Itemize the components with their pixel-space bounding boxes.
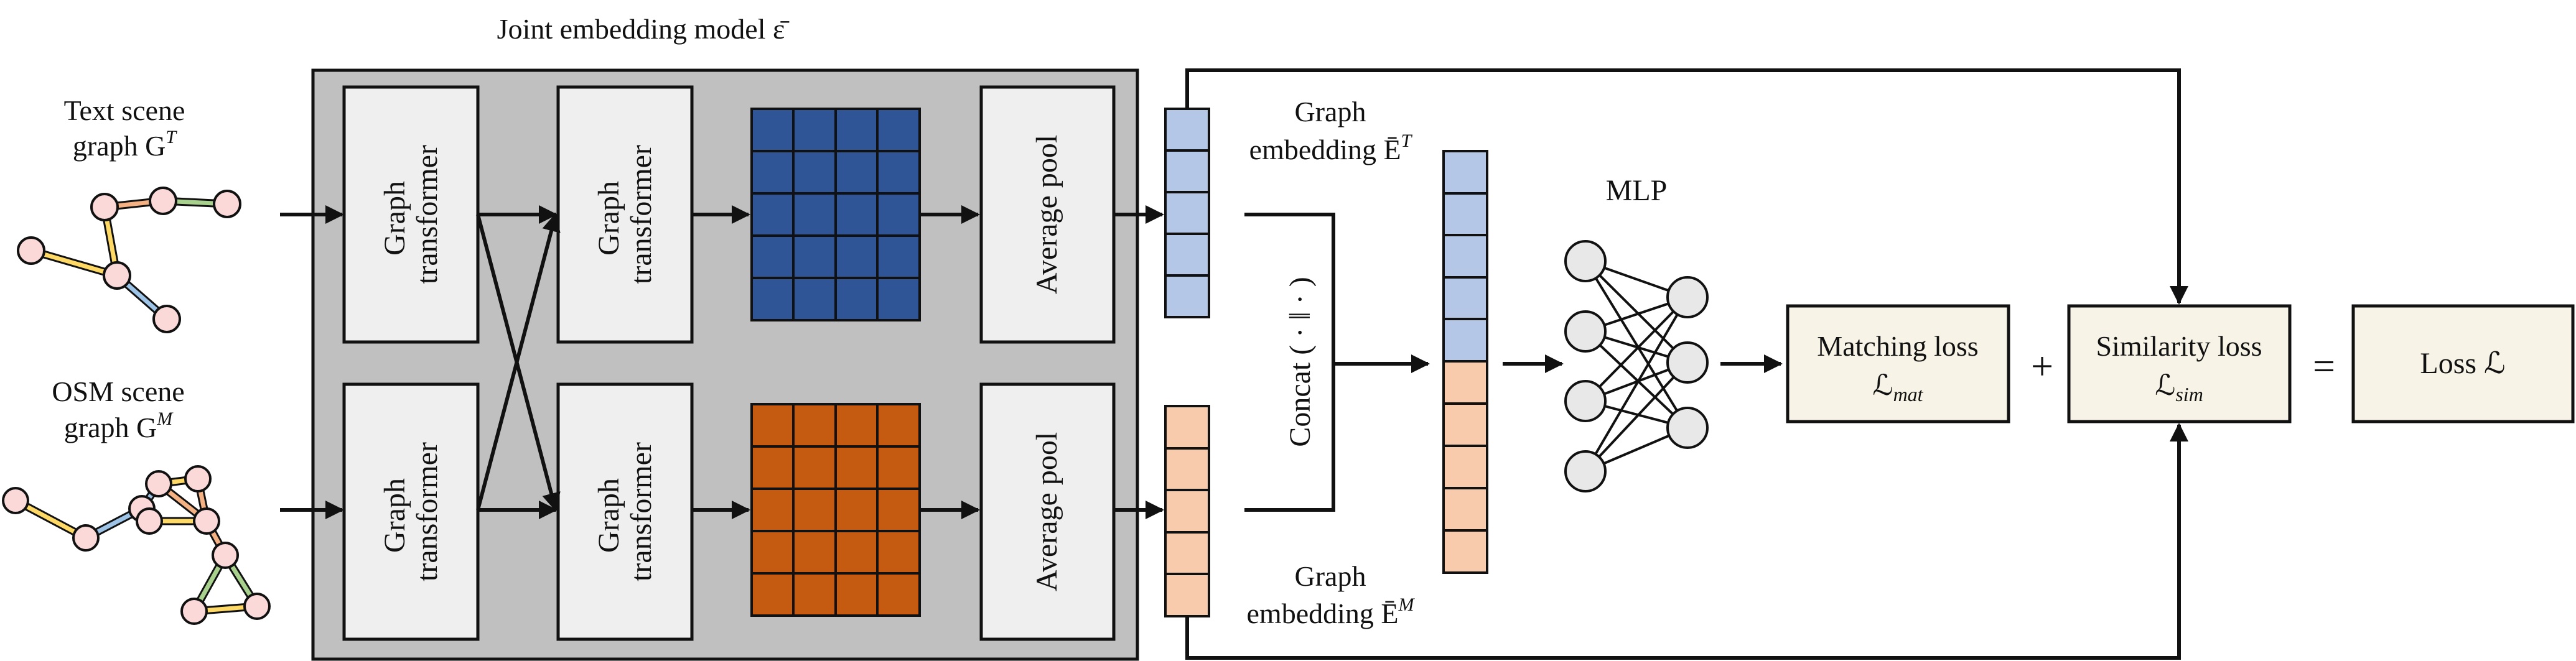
concat-label: Concat ( · ‖ · ) xyxy=(1284,277,1317,446)
svg-text:Average pool: Average pool xyxy=(1030,432,1063,591)
text-graph-symbol: graph GT xyxy=(73,127,177,162)
svg-text:Graph transformer: Graph transformer xyxy=(592,442,658,581)
model-title: Joint embedding model ε̄ xyxy=(497,13,790,45)
svg-text:ℒmat: ℒmat xyxy=(1872,369,1923,405)
graph-transformer-osm-2: Graph transformer xyxy=(556,382,694,641)
text-embedding-to-similarity-line xyxy=(1185,68,2188,305)
osm-embedding-symbol: embedding ĒM xyxy=(1247,594,1416,629)
svg-text:Graph transformer: Graph transformer xyxy=(378,442,444,581)
svg-text:Matching loss: Matching loss xyxy=(1817,330,1978,362)
svg-text:Graph transformer: Graph transformer xyxy=(592,145,658,284)
average-pool-osm: Average pool xyxy=(979,382,1116,641)
text-embedding-symbol: embedding ĒT xyxy=(1249,131,1413,165)
text-scene-graph xyxy=(17,187,241,333)
osm-feature-grid xyxy=(750,403,921,617)
plus-sign: + xyxy=(2031,344,2053,388)
svg-text:Similarity loss: Similarity loss xyxy=(2096,330,2262,362)
mlp-label: MLP xyxy=(1606,174,1668,207)
graph-transformer-text-1: Graph transformer xyxy=(342,85,480,344)
osm-embedding-to-similarity-line xyxy=(1185,423,2188,660)
text-feature-grid xyxy=(750,108,921,321)
osm-graph-label: OSM scene xyxy=(52,376,184,407)
cross-attention-arrows xyxy=(476,205,561,519)
text-embedding-label: Graph xyxy=(1295,96,1366,127)
svg-text:ℒsim: ℒsim xyxy=(2155,369,2203,405)
matching-loss-box: Matching loss ℒmat xyxy=(1786,304,2010,423)
svg-text:Average pool: Average pool xyxy=(1030,135,1063,294)
average-pool-text: Average pool xyxy=(979,85,1116,344)
similarity-loss-box: Similarity loss ℒsim xyxy=(2067,304,2292,423)
osm-graph-embedding-vector xyxy=(1164,405,1210,617)
text-graph-label: Text scene xyxy=(64,95,185,126)
total-loss-box: Loss ℒ xyxy=(2351,304,2575,423)
equals-sign: = xyxy=(2313,344,2335,388)
concatenated-embedding-vector xyxy=(1442,150,1488,574)
osm-scene-graph xyxy=(2,465,271,625)
svg-text:Graph transformer: Graph transformer xyxy=(378,145,444,284)
osm-graph-symbol: graph GM xyxy=(64,409,174,443)
svg-text:Loss ℒ: Loss ℒ xyxy=(2420,347,2505,380)
graph-transformer-text-2: Graph transformer xyxy=(556,85,694,344)
text-graph-embedding-vector xyxy=(1164,108,1210,318)
mlp-network xyxy=(1564,240,1709,492)
osm-embedding-label: Graph xyxy=(1295,560,1366,592)
graph-transformer-osm-1: Graph transformer xyxy=(342,382,480,641)
